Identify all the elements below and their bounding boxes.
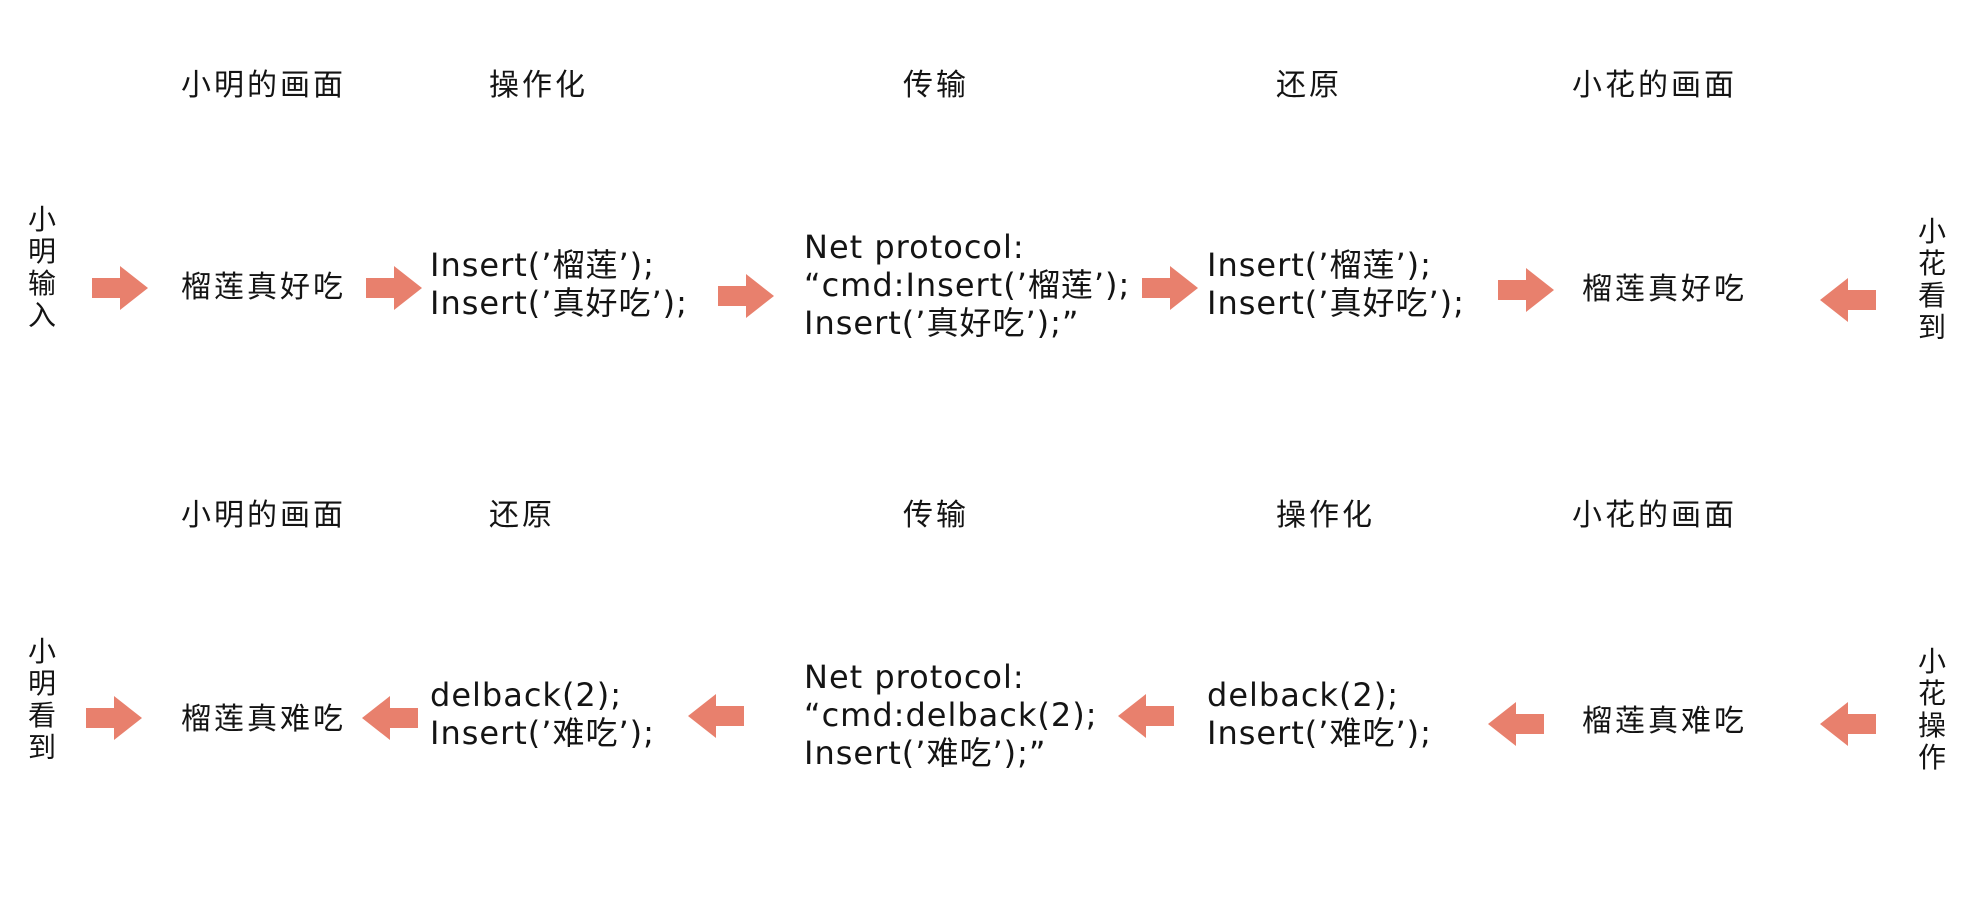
row1-op-line-2: Insert(’真好吃’); <box>430 284 688 322</box>
row2-header-operationalize: 操作化 <box>1276 498 1375 533</box>
row1-screen-left-text: 榴莲真好吃 <box>181 270 346 305</box>
row1-left-label: 小明输入 <box>27 203 56 332</box>
row1-operation-code: Insert(’榴莲’); Insert(’真好吃’); <box>430 246 688 322</box>
row2-op-line-1: delback(2); <box>1207 676 1400 714</box>
row1-arrow-right-3 <box>718 274 774 318</box>
row1-restore-code: Insert(’榴莲’); Insert(’真好吃’); <box>1207 246 1465 322</box>
row2-net-line-2: “cmd:delback(2); <box>804 696 1098 734</box>
row1-arrow-right-2 <box>366 266 422 310</box>
row2-restore-line-1: delback(2); <box>430 676 623 714</box>
row2-arrow-left-5 <box>1488 702 1544 746</box>
row1-arrow-left-6 <box>1820 278 1876 322</box>
row2-arrow-right-1 <box>86 696 142 740</box>
row1-op-line-1: Insert(’榴莲’); <box>430 246 655 284</box>
row2-left-label: 小明看到 <box>27 635 56 764</box>
row2-restore-line-2: Insert(’难吃’); <box>430 714 655 752</box>
row2-header-xiaohua-screen: 小花的画面 <box>1572 498 1737 533</box>
row2-op-line-2: Insert(’难吃’); <box>1207 714 1432 752</box>
row1-restore-line-1: Insert(’榴莲’); <box>1207 246 1432 284</box>
row2-arrow-left-4 <box>1118 694 1174 738</box>
row1-arrow-right-1 <box>92 266 148 310</box>
row2-net-line-3: Insert(’难吃’);” <box>804 734 1047 772</box>
row2-header-restore: 还原 <box>489 498 555 533</box>
row1-header-transmit: 传输 <box>903 68 969 103</box>
row2-right-label: 小花操作 <box>1917 645 1946 774</box>
row2-operation-code: delback(2); Insert(’难吃’); <box>1207 676 1432 752</box>
row1-header-xiaoming-screen: 小明的画面 <box>181 68 346 103</box>
row1-header-operationalize: 操作化 <box>489 68 588 103</box>
row1-net-protocol: Net protocol: “cmd:Insert(’榴莲’); Insert(… <box>804 228 1130 342</box>
row2-net-line-1: Net protocol: <box>804 658 1025 696</box>
row1-net-line-1: Net protocol: <box>804 228 1025 266</box>
row2-header-xiaoming-screen: 小明的画面 <box>181 498 346 533</box>
row2-restore-code: delback(2); Insert(’难吃’); <box>430 676 655 752</box>
row1-restore-line-2: Insert(’真好吃’); <box>1207 284 1465 322</box>
row2-screen-right-text: 榴莲真难吃 <box>1582 704 1747 739</box>
row1-header-restore: 还原 <box>1276 68 1342 103</box>
row2-net-protocol: Net protocol: “cmd:delback(2); Insert(’难… <box>804 658 1097 772</box>
row1-arrow-right-4 <box>1142 266 1198 310</box>
row2-arrow-left-2 <box>362 696 418 740</box>
row1-header-xiaohua-screen: 小花的画面 <box>1572 68 1737 103</box>
row2-arrow-left-6 <box>1820 702 1876 746</box>
row2-arrow-left-3 <box>688 694 744 738</box>
row1-net-line-3: Insert(’真好吃’);” <box>804 304 1080 342</box>
row1-screen-right-text: 榴莲真好吃 <box>1582 272 1747 307</box>
row1-arrow-right-5 <box>1498 268 1554 312</box>
row1-right-label: 小花看到 <box>1917 215 1946 344</box>
row1-net-line-2: “cmd:Insert(’榴莲’); <box>804 266 1131 304</box>
row2-header-transmit: 传输 <box>903 498 969 533</box>
row2-screen-left-text: 榴莲真难吃 <box>181 702 346 737</box>
